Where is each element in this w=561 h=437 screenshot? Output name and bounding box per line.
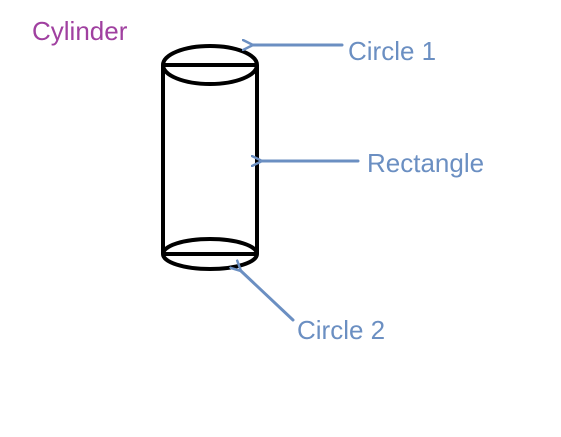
arrow-circle2 xyxy=(241,271,295,322)
label-circle-2: Circle 2 xyxy=(297,315,386,345)
label-circle-1: Circle 1 xyxy=(348,36,437,66)
cylinder-shape xyxy=(161,44,259,271)
label-rectangle: Rectangle xyxy=(367,148,485,178)
diagram-title: Cylinder xyxy=(32,16,128,46)
